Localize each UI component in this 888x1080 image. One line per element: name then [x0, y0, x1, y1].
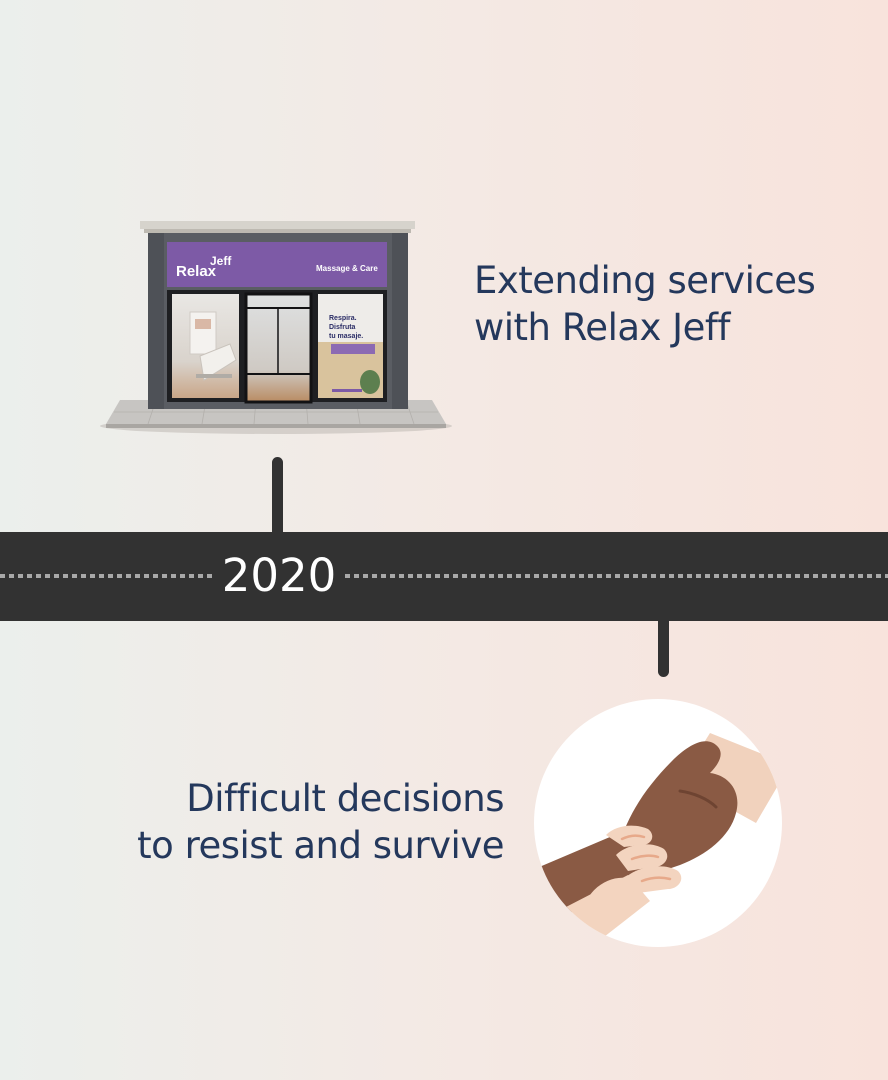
- timeline-connector-bottom: [658, 612, 669, 677]
- caption-line: Difficult decisions: [186, 777, 504, 820]
- road-lane-marking-right: [345, 574, 888, 578]
- event-caption-difficult-decisions: Difficult decisions to resist and surviv…: [137, 775, 504, 869]
- poster-line-3: tu masaje.: [329, 333, 363, 340]
- event-caption-extending-services: Extending services with Relax Jeff: [474, 257, 816, 351]
- helping-hands-icon: [534, 699, 782, 947]
- timeline-connector-top: [272, 457, 283, 543]
- storefront-illustration: Relax Jeff Massage & Care Respira. Disfr…: [100, 221, 452, 434]
- poster-line-1: Respira.: [329, 315, 357, 322]
- timeline-road: 2020: [0, 532, 888, 621]
- sign-brand-jeff: Jeff: [210, 254, 232, 268]
- sign-tagline: Massage & Care: [316, 264, 378, 273]
- poster-line-2: Disfruta: [329, 324, 356, 331]
- caption-line: to resist and survive: [137, 824, 504, 867]
- timeline-year: 2020: [221, 549, 337, 602]
- caption-line: Extending services: [474, 259, 816, 302]
- caption-line: with Relax Jeff: [474, 306, 730, 349]
- road-lane-marking-left: [0, 574, 213, 578]
- sign-brand-relax: Relax: [176, 263, 217, 280]
